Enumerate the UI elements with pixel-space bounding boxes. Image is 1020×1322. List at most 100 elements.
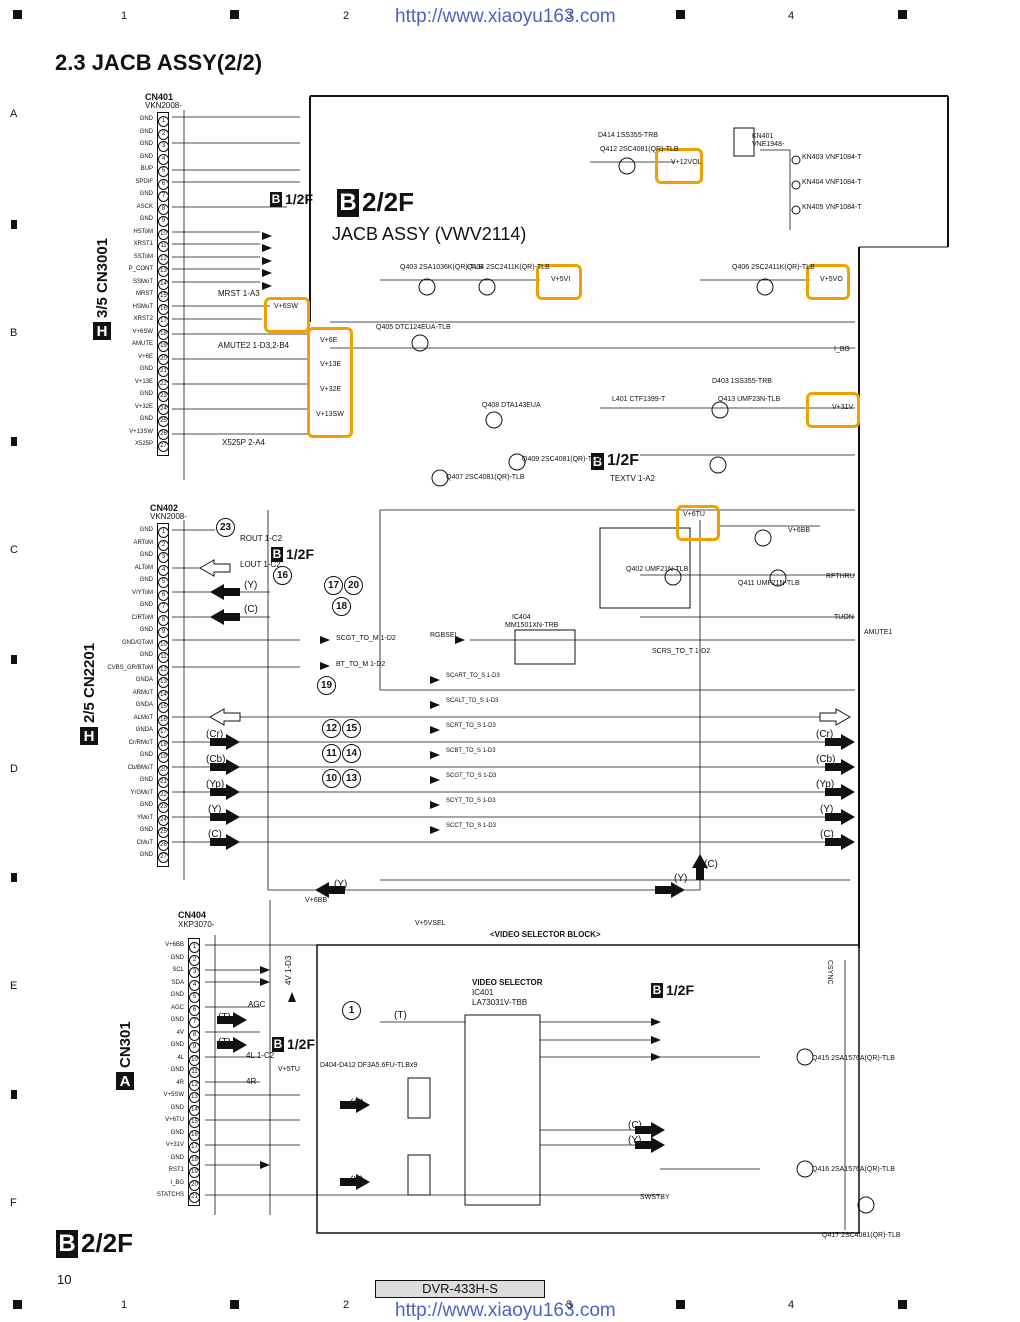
four-r-label: 4R: [246, 1077, 257, 1086]
cn402-pin: 11: [158, 652, 169, 663]
cn402-pin: 24: [158, 814, 169, 826]
video-selector-label: VIDEO SELECTOR: [472, 978, 543, 987]
cn404-pin: 6: [189, 1004, 200, 1016]
highlight-v6tu: [676, 505, 720, 541]
cn401-pin-label: GND: [139, 191, 153, 197]
cn401-pin-label: XRST2: [133, 316, 153, 322]
cn404-pin: 9: [189, 1042, 200, 1053]
sig-c-label: (C): [350, 1098, 364, 1109]
cn401-pin-label: GND: [139, 141, 153, 147]
cn402-pin-label: CMoT: [136, 839, 153, 846]
cn401-pin: 9: [158, 216, 169, 227]
ruler-square: [230, 1300, 239, 1309]
q416-label: Q416 2SA1576A(QR)-TLB: [812, 1166, 895, 1173]
cn402-pin-label: GND: [139, 752, 153, 758]
cn401-pin-label: X525P: [134, 441, 153, 447]
b22-top-label: 2/2F: [362, 187, 415, 217]
cn401-pin: 23: [158, 391, 169, 402]
cn402-pin-label: GND: [139, 652, 153, 658]
cn402-pin-label: GND: [139, 627, 153, 633]
ruler-square: [898, 10, 907, 19]
circled-ref: 17: [324, 576, 343, 595]
kn403-label: KN403 VNF1084-T: [802, 154, 862, 161]
q406-label: Q406 2SC2411K(QR)-TLB: [732, 264, 815, 271]
b22-bottom-label: 2/2F: [81, 1228, 134, 1258]
cn402-pin: 13: [158, 677, 169, 688]
sig-yp-label: (Yp): [816, 779, 835, 790]
v32e-label: V+32E: [320, 386, 342, 393]
v31v-label: V+31V: [832, 404, 854, 411]
cn402-pin: 26: [158, 839, 169, 851]
ruler-square: [11, 873, 17, 882]
cn401-pin: 24: [158, 403, 169, 415]
cn402-pin-label: GND: [139, 602, 153, 608]
cn401-pin: 20: [158, 353, 169, 365]
scgt-label: SCGT_TO_M 1-D2: [336, 635, 396, 642]
agc-label: AGC: [248, 1000, 266, 1009]
cn401-pin: 4: [158, 153, 169, 165]
circled-ref: 20: [344, 576, 363, 595]
cn401-pin-label: HSToM: [133, 228, 153, 235]
amute1-label: AMUTE1: [864, 629, 893, 636]
cn404-pin-label: RST1: [168, 1167, 184, 1173]
cn401-pin: 19: [158, 341, 169, 352]
cn404-pin-label: GND: [170, 1042, 184, 1048]
cn402-pin: 23: [158, 802, 169, 813]
cn401-pin: 1: [158, 116, 169, 127]
cn404-pin: 17: [189, 1142, 200, 1153]
cn404-pin-label: SDA: [171, 979, 184, 986]
q412-label: Q412 2SC4081(QR)-TLB: [600, 146, 679, 153]
cn404-pin: 12: [189, 1079, 200, 1091]
q408-label: Q408 DTA143EUA: [482, 402, 541, 409]
cn404-pin-label: GND: [170, 1154, 184, 1161]
ruler-row-b: B: [10, 327, 18, 339]
cn404-pin-label: GND: [170, 1129, 184, 1136]
ic404-part-label: MM1501XN-TRB: [505, 622, 559, 629]
v5vo-label: V+5VO: [820, 276, 843, 283]
v6sw-label: V+6SW: [274, 303, 298, 310]
cn404-pin: 2: [189, 954, 200, 966]
q405-label: Q405 DTC124EUA-TLB: [376, 324, 451, 331]
cn402-pin: 1: [158, 527, 169, 538]
cn401-pin-label: P_CONT: [128, 266, 153, 272]
circled-ref: 11: [322, 744, 341, 763]
ruler-row-d: D: [10, 763, 18, 775]
ruler-col-1: 1: [121, 10, 128, 22]
cn401-name: CN401: [145, 92, 174, 102]
sig-t-label: (T): [218, 1012, 231, 1023]
circled-ref: 10: [322, 769, 341, 788]
swstby-label: SWSTBY: [640, 1194, 670, 1201]
cn401-pin-label: BUP: [140, 166, 153, 172]
q407-label: Q407 2SC4081(QR)-TLB: [446, 474, 525, 481]
cn401-pin: 14: [158, 278, 169, 290]
sig-t-label: (T): [394, 1010, 407, 1021]
four-v-label: 4V 1-D3: [284, 955, 293, 985]
ruler-col-2: 2: [343, 1299, 350, 1311]
cn401-pin-label: AMUTE: [132, 341, 153, 347]
cn404-pin-label: SCL: [172, 967, 184, 973]
cn404-pin: 4: [189, 979, 200, 991]
cn401-pin-label: GND: [139, 216, 153, 222]
circled-ref: 12: [322, 719, 341, 738]
sig-y-label: (Y): [350, 1175, 364, 1186]
scart1-label: SCART_TO_S 1-D3: [446, 673, 500, 679]
ruler-col-2: 2: [343, 10, 350, 22]
cn402-pin-label: GND: [139, 527, 153, 533]
b12-label: 1/2F: [666, 982, 695, 998]
cn404-pin-label: GND: [170, 1017, 184, 1023]
b-letter-box: B: [591, 452, 604, 470]
circled-ref: 19: [317, 676, 336, 695]
cn401-pin-label: SPDIF: [135, 178, 153, 185]
b-letter-box: B: [271, 546, 283, 562]
ruler-square: [676, 10, 685, 19]
cn402-pin: 25: [158, 827, 169, 838]
cn402-pin: 27: [158, 852, 169, 863]
cn404-pin-label: V+6BB: [165, 942, 184, 948]
cn401-pin-label: ASCK: [136, 203, 153, 210]
v6bb-label: V+6BB: [788, 527, 810, 534]
cn402-pin-label: GNDA: [135, 727, 153, 733]
